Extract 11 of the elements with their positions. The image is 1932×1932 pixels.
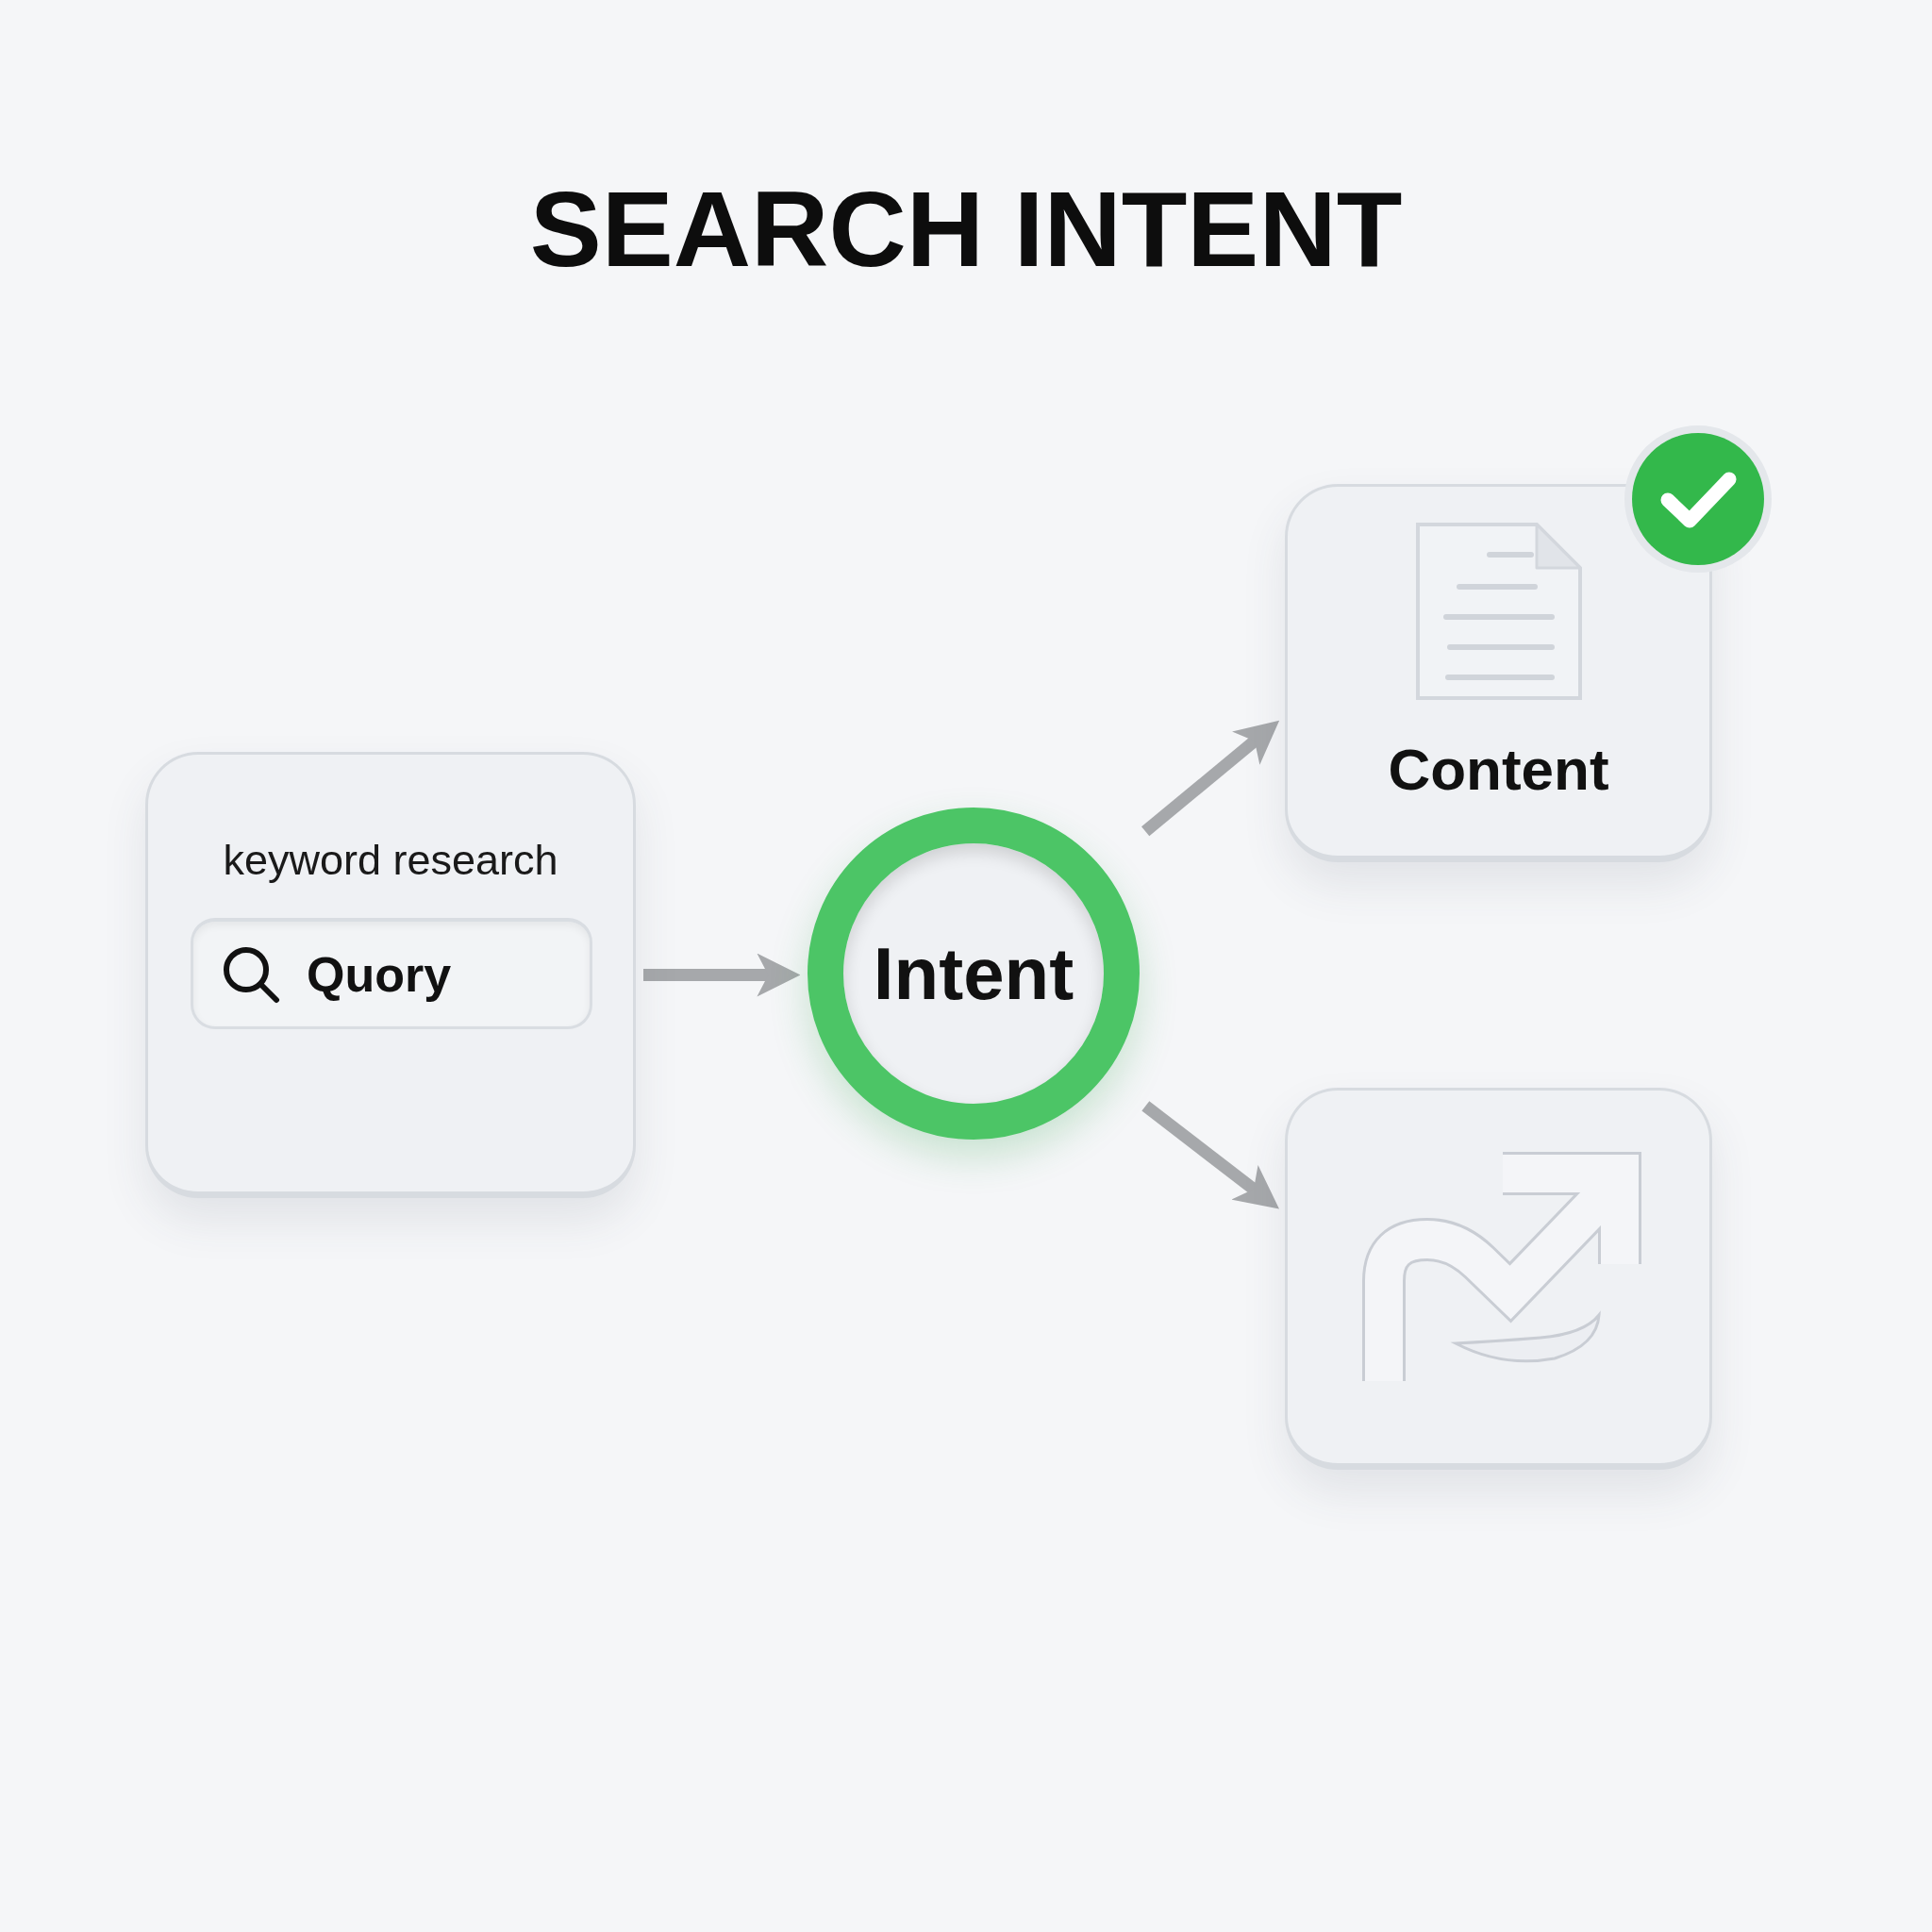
circle-label: Intent — [873, 937, 1074, 1010]
card — [145, 752, 636, 1198]
title: SEARCH INTENT — [529, 175, 1403, 283]
arrow — [1141, 1101, 1279, 1209]
search-field — [191, 918, 592, 1029]
card — [1285, 484, 1712, 862]
card-heading: keyword research — [223, 836, 558, 885]
arrow — [1141, 720, 1280, 837]
card — [1285, 1088, 1712, 1470]
arrow — [643, 953, 801, 997]
card-label: Content — [1388, 736, 1609, 804]
